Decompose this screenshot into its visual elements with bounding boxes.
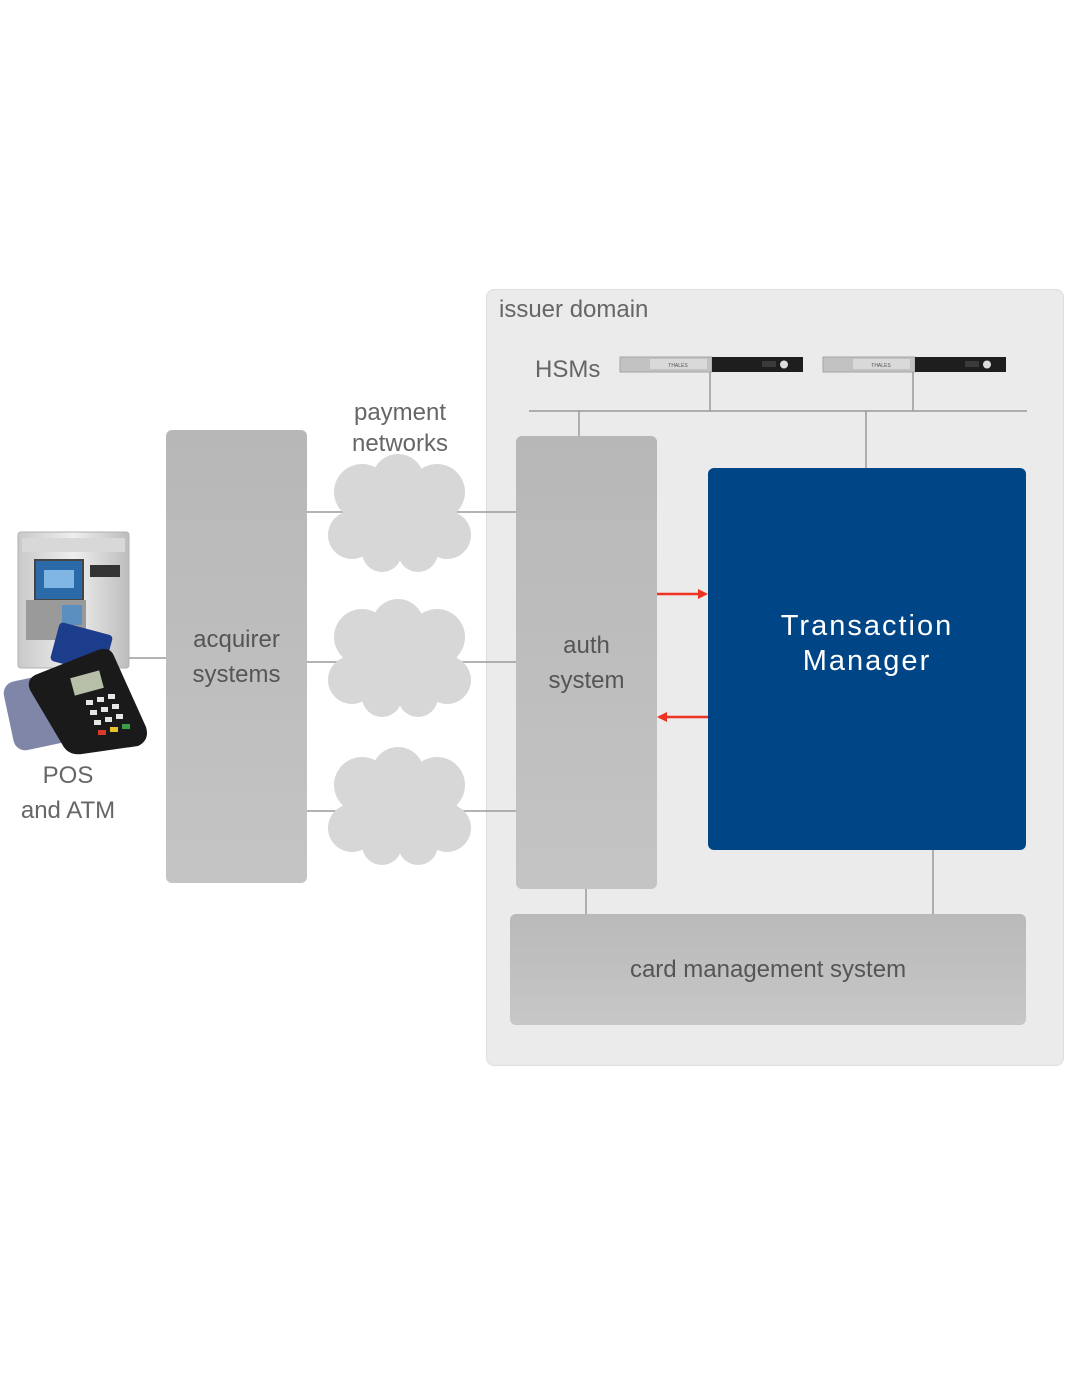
auth-tm-arrows bbox=[657, 589, 708, 722]
cloud-icon-1 bbox=[328, 454, 471, 572]
hsm-appliance-2: THALES bbox=[822, 356, 1006, 373]
payment-networks-label: payment networks bbox=[330, 397, 470, 459]
card-management-label: card management system bbox=[629, 956, 907, 983]
issuer-domain-label: issuer domain bbox=[499, 296, 649, 323]
tm-line1: Transaction bbox=[780, 610, 954, 642]
acquirer-systems-box: acquirer systems bbox=[166, 430, 307, 883]
hsms-label: HSMs bbox=[535, 356, 601, 383]
hsm-brand-text: THALES bbox=[668, 363, 688, 369]
auth-line2: system bbox=[548, 666, 625, 694]
tm-line2: Manager bbox=[802, 645, 932, 677]
auth-line1: auth bbox=[563, 631, 610, 659]
payment-networks-line2: networks bbox=[351, 430, 449, 457]
acquirer-line2: systems bbox=[192, 660, 281, 688]
acquirer-line1: acquirer bbox=[193, 625, 280, 653]
cloud-icon-2 bbox=[328, 599, 471, 717]
hsm-brand-text: THALES bbox=[871, 363, 891, 369]
transaction-manager-box: Transaction Manager bbox=[708, 468, 1026, 850]
cloud-icon-3 bbox=[328, 747, 471, 865]
card-management-system-box: card management system bbox=[510, 914, 1026, 1025]
pos-atm-line1: POS bbox=[42, 762, 94, 789]
pos-atm-line2: and ATM bbox=[20, 797, 116, 824]
hsm-appliance-1: THALES bbox=[619, 356, 803, 373]
pos-terminal-icon bbox=[3, 622, 148, 755]
auth-system-box: auth system bbox=[516, 436, 657, 889]
hsm-connectors bbox=[529, 372, 1027, 468]
payment-networks-line1: payment bbox=[353, 399, 447, 426]
pos-atm-label: POS and ATM bbox=[8, 758, 128, 828]
